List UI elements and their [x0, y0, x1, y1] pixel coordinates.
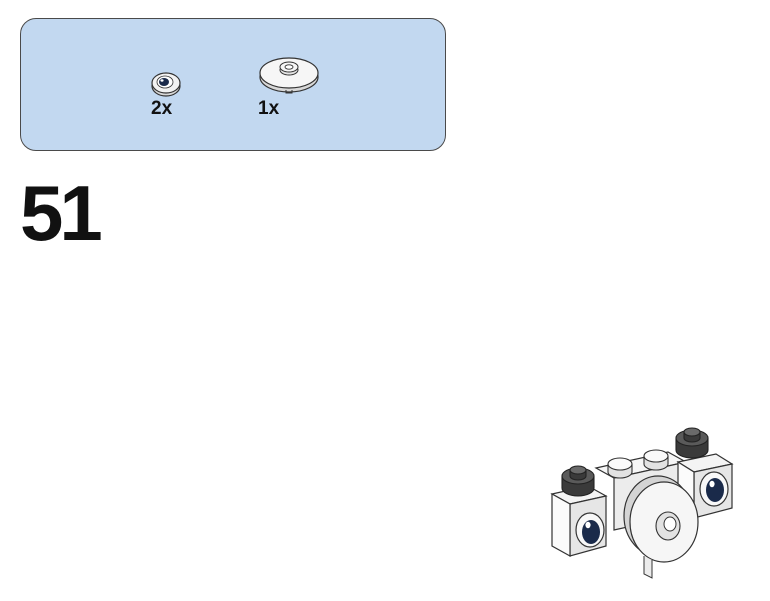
part-eye-tile [149, 69, 183, 101]
round-jumper-plate-icon [259, 57, 319, 94]
assembled-model-illustration [548, 424, 738, 585]
step-number: 51 [20, 169, 103, 257]
round-eye-tile-icon [151, 72, 181, 97]
camera-model-icon [550, 427, 734, 579]
parts-list-panel: 2x 1x [20, 18, 446, 151]
part-round-plate [257, 53, 321, 95]
part-round-plate-quantity: 1x [258, 98, 280, 119]
part-eye-tile-quantity: 2x [151, 98, 173, 119]
